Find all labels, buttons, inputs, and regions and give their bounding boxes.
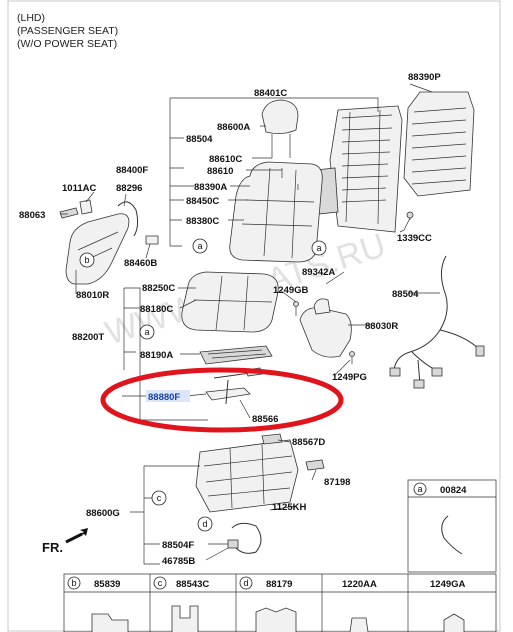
part-label-88380C[interactable]: 88380C xyxy=(186,216,219,227)
part-label-88010R[interactable]: 88010R xyxy=(76,290,109,301)
callout-circle-a-top: a xyxy=(192,238,208,254)
legend-row: b 85839 c 88543C d 88179 1220AA 1249GA xyxy=(63,573,497,632)
highlight-ellipse xyxy=(100,367,344,433)
part-label-88200T[interactable]: 88200T xyxy=(72,332,104,343)
callout-circle-c: c xyxy=(151,490,167,506)
seat-cushion xyxy=(181,271,279,333)
part-label-1125KH[interactable]: 1125KH xyxy=(272,502,306,513)
part-label-1339CC[interactable]: 1339CC xyxy=(397,233,432,244)
cushion-pan xyxy=(199,345,273,365)
front-direction-arrow xyxy=(65,528,88,544)
legend-1249GA-part: 1249GA xyxy=(430,579,466,590)
legend-c-part: 88543C xyxy=(176,579,209,590)
part-1249GA-shape xyxy=(443,613,465,632)
side-bracket xyxy=(299,298,352,358)
part-label-89342A[interactable]: 89342A xyxy=(302,267,335,278)
front-label: FR. xyxy=(42,540,63,555)
part-label-46785B[interactable]: 46785B xyxy=(162,556,195,567)
part-label-88567D[interactable]: 88567D xyxy=(292,437,325,448)
legend-a-part: 00824 xyxy=(440,485,467,496)
part-label-88566[interactable]: 88566 xyxy=(252,414,278,425)
part-label-88030R[interactable]: 88030R xyxy=(365,321,398,332)
legend-c-letter: c xyxy=(158,578,163,588)
seat-back-frame xyxy=(315,105,403,233)
svg-text:b: b xyxy=(84,255,89,265)
legend-b-part: 85839 xyxy=(94,579,120,590)
part-label-88400F[interactable]: 88400F xyxy=(116,165,148,176)
part-label-1249PG[interactable]: 1249PG xyxy=(332,372,367,383)
wiring-harness xyxy=(389,255,485,389)
part-label-88504-top[interactable]: 88504 xyxy=(186,134,213,145)
part-label-88880F-highlight-bg xyxy=(146,390,190,402)
part-label-88190A[interactable]: 88190A xyxy=(140,350,173,361)
callout-circle-b: b xyxy=(79,252,95,268)
header-line-2: (PASSENGER SEAT) xyxy=(17,25,118,37)
part-label-88401C[interactable]: 88401C xyxy=(254,88,287,99)
legend-d-part: 88179 xyxy=(266,579,292,590)
part-label-88390A[interactable]: 88390A xyxy=(194,182,227,193)
side-cover xyxy=(65,213,130,285)
part-label-88250C[interactable]: 88250C xyxy=(142,283,175,294)
part-label-1011AC[interactable]: 1011AC xyxy=(62,183,96,194)
header-line-1: (LHD) xyxy=(17,12,45,24)
part-label-88450C[interactable]: 88450C xyxy=(186,196,219,207)
callout-circle-a-cushion: a xyxy=(139,324,155,340)
legend-1220AA-part: 1220AA xyxy=(342,579,377,590)
svg-text:a: a xyxy=(144,327,149,337)
part-label-88063[interactable]: 88063 xyxy=(19,210,45,221)
part-1220AA-shape xyxy=(349,617,369,632)
part-label-88390P[interactable]: 88390P xyxy=(408,72,441,83)
part-label-88460B[interactable]: 88460B xyxy=(124,258,157,269)
headrest xyxy=(261,99,299,158)
part-label-88600A[interactable]: 88600A xyxy=(217,122,250,133)
seat-track-assembly xyxy=(195,433,325,554)
svg-text:a: a xyxy=(316,243,321,253)
legend-box-a: a 00824 xyxy=(407,479,497,573)
seat-back-cover xyxy=(229,161,323,263)
part-label-88880F[interactable]: 88880F xyxy=(148,392,180,403)
part-label-88610C[interactable]: 88610C xyxy=(209,154,242,165)
part-label-87198[interactable]: 87198 xyxy=(324,477,350,488)
page-border xyxy=(7,0,501,632)
part-label-1249GB[interactable]: 1249GB xyxy=(273,285,309,296)
part-88179-shape xyxy=(255,607,297,632)
small-parts-left xyxy=(59,199,159,245)
legend-a-letter: a xyxy=(417,484,422,494)
svg-text:a: a xyxy=(197,241,202,251)
part-label-88610[interactable]: 88610 xyxy=(207,166,233,177)
legend-d-letter: d xyxy=(243,578,248,588)
svg-text:c: c xyxy=(157,493,162,503)
part-label-88600G[interactable]: 88600G xyxy=(86,508,120,519)
part-label-88296[interactable]: 88296 xyxy=(116,183,142,194)
legend-b-letter: b xyxy=(71,578,76,588)
part-label-88180C[interactable]: 88180C xyxy=(140,304,173,315)
callout-circle-a-right: a xyxy=(311,240,327,256)
bolts xyxy=(281,168,414,364)
seat-back-panel xyxy=(403,91,475,197)
part-label-88504-right[interactable]: 88504 xyxy=(392,289,419,300)
svg-text:d: d xyxy=(202,519,207,529)
header-line-3: (W/O POWER SEAT) xyxy=(17,38,117,50)
clip-00824-shape xyxy=(441,515,463,555)
leader-lines xyxy=(60,83,440,565)
part-label-88504F[interactable]: 88504F xyxy=(162,540,194,551)
callout-circle-d: d xyxy=(197,516,213,532)
part-88543C-shape xyxy=(171,605,199,632)
part-85839-shape xyxy=(91,613,129,632)
